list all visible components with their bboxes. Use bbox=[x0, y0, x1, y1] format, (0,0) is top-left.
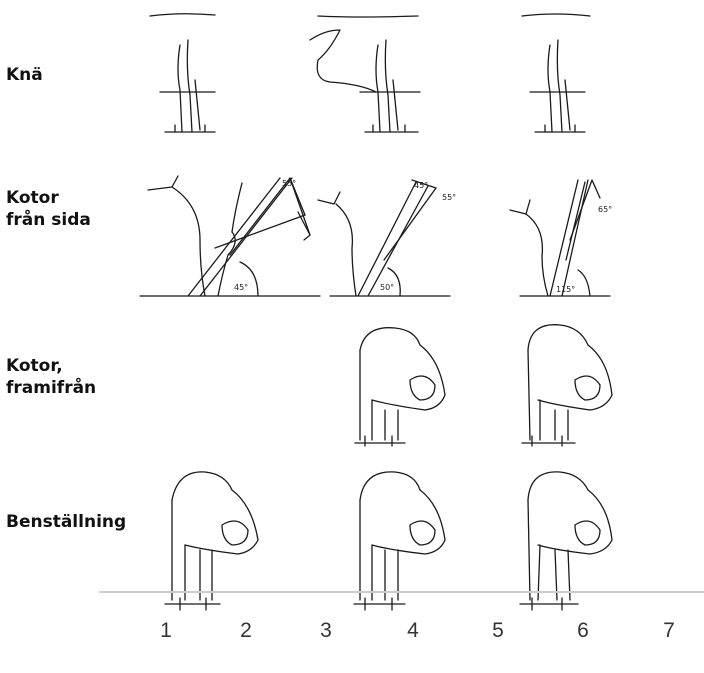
angle-label-col6-upper: 65° bbox=[598, 205, 612, 214]
knee-sketch-col6 bbox=[522, 14, 590, 132]
pastern-side-col1: 55° 45° bbox=[140, 176, 320, 296]
pastern-front-col6 bbox=[522, 325, 612, 446]
leg-stance-col1 bbox=[165, 472, 258, 610]
angle-label-col1-upper: 55° bbox=[282, 179, 296, 188]
scale-number-4: 4 bbox=[393, 619, 433, 643]
knee-sketch-col4 bbox=[310, 16, 420, 132]
knee-sketch-col1 bbox=[150, 14, 215, 132]
scale-number-3: 3 bbox=[306, 619, 346, 643]
angle-label-col4-upper-right: 55° bbox=[442, 193, 456, 202]
angle-label-col6-lower: 115° bbox=[556, 285, 575, 294]
scale-number-2: 2 bbox=[226, 619, 266, 643]
scale-number-5: 5 bbox=[478, 619, 518, 643]
leg-stance-col6 bbox=[520, 472, 612, 610]
angle-label-col1-lower: 45° bbox=[234, 283, 248, 292]
angle-label-col4-lower: 50° bbox=[380, 283, 394, 292]
pastern-side-col6: 65° 115° bbox=[510, 180, 612, 296]
scale-number-6: 6 bbox=[563, 619, 603, 643]
scale-number-7: 7 bbox=[649, 619, 689, 643]
angle-label-col4-upper-left: 45° bbox=[414, 181, 428, 190]
leg-stance-col4 bbox=[354, 472, 445, 610]
pastern-side-col4: 45° 55° 50° bbox=[318, 180, 456, 296]
pastern-front-col4 bbox=[355, 328, 445, 446]
scale-number-1: 1 bbox=[146, 619, 186, 643]
